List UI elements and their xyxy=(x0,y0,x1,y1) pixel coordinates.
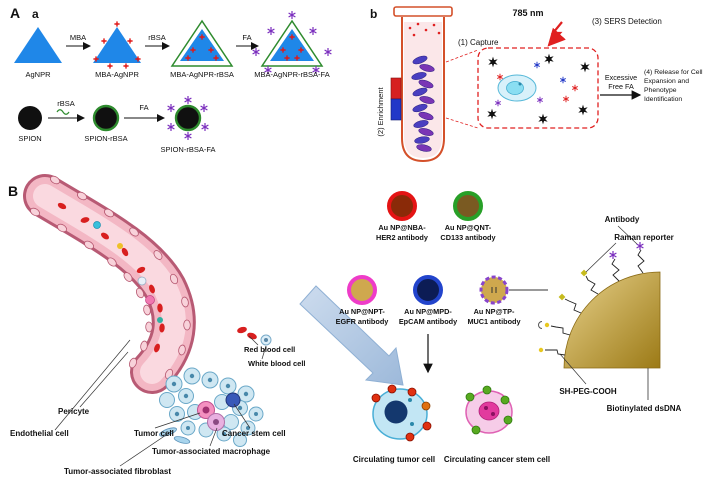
np-npt-egfr-icon xyxy=(347,275,377,305)
panel-a: A a AgNPR MBA MBA-AgNPR rBSA MBA-A xyxy=(10,5,332,154)
circulating-cancer-stem-cell xyxy=(465,385,513,435)
fibroblast-icon xyxy=(173,436,191,444)
mba-agnpr-triangle xyxy=(92,20,142,70)
macrophage-nucleus xyxy=(213,419,219,425)
tumor-cell-nucleus xyxy=(202,406,210,414)
cancer-stem-cell-icon xyxy=(225,392,241,408)
captured-cell-stack xyxy=(411,55,435,152)
np4-label-2: EpCAM antibody xyxy=(399,317,458,326)
np3-label-1: Au NP@NPT- xyxy=(339,307,385,316)
magnet xyxy=(390,77,402,121)
zoom-line-top xyxy=(445,49,479,63)
rbsa-squiggle xyxy=(56,109,70,115)
release-line-4: Identification xyxy=(644,96,682,103)
endothelial-wall-cells xyxy=(29,175,191,380)
np-nba-her2-icon xyxy=(387,191,417,221)
circulating-tumor-cell xyxy=(371,384,432,442)
np-tp-mark xyxy=(491,287,497,293)
release-line-3: Phenotype xyxy=(644,87,677,94)
spion-rbsa-circle xyxy=(92,104,120,132)
fa-arrow-label: FA xyxy=(242,33,251,42)
np-qnt-cd133-icon xyxy=(453,191,483,221)
mba-agnpr-rbsa-fa-label: MBA-AgNPR-rBSA-FA xyxy=(254,70,329,79)
panel-b-tube: b (2) Enrichment (1) Cap xyxy=(370,6,703,163)
fibroblast-label: Tumor-associated fibroblast xyxy=(64,467,171,476)
mba-agnpr-rbsa-label: MBA-AgNPR-rBSA xyxy=(170,70,234,79)
panel-b-sublabel: b xyxy=(370,7,377,21)
spion-label: SPION xyxy=(18,134,41,143)
np1-label-2: HER2 antibody xyxy=(376,233,429,242)
cancer-stem-cell-label: Cancer stem cell xyxy=(222,429,286,438)
np5-label-2: MUC1 antibody xyxy=(467,317,521,326)
raman-reporter-symbols xyxy=(538,269,588,353)
pericyte-label: Pericyte xyxy=(58,407,90,416)
panel-a-sublabel: a xyxy=(32,7,39,21)
capture-label: (1) Capture xyxy=(458,38,499,47)
leader-lines xyxy=(54,335,267,467)
agnpr-triangle xyxy=(14,27,62,63)
spion-rbsa-arrow-label: rBSA xyxy=(57,99,75,108)
np2-label-1: Au NP@QNT- xyxy=(445,223,492,232)
raman-leader xyxy=(585,242,617,273)
tube-rim xyxy=(393,6,453,17)
antibody-label: Antibody xyxy=(605,215,640,224)
agnpr-label: AgNPR xyxy=(25,70,51,79)
panel-b: B xyxy=(8,174,682,476)
nanoparticle-legend: Au NP@NBA- HER2 antibody Au NP@QNT- CD13… xyxy=(336,191,521,326)
spion-circle xyxy=(18,106,42,130)
captured-cell-zoom xyxy=(497,74,537,102)
np1-label-1: Au NP@NBA- xyxy=(378,223,426,232)
mba-agnpr-rbsa-fa-triangle xyxy=(252,10,332,75)
zoom-line-bottom xyxy=(445,117,479,129)
laser-bolt-icon xyxy=(547,21,566,47)
np2-label-2: CD133 antibody xyxy=(440,233,496,242)
panel-a-label: A xyxy=(10,5,20,21)
rbc-label: Red blood cell xyxy=(244,345,295,354)
raman-reporter-label: Raman reporter xyxy=(614,233,674,242)
sers-inspection-box xyxy=(477,47,599,129)
macrophage-label: Tumor-associated macrophage xyxy=(152,447,271,456)
mba-arrow-label: MBA xyxy=(70,33,86,42)
np5-label-1: Au NP@TP- xyxy=(474,307,515,316)
spion-rbsa-fa xyxy=(167,95,209,141)
np-mpd-epcam-icon xyxy=(413,275,443,305)
excessive-label-1: Excessive xyxy=(605,73,637,82)
blood-vessel xyxy=(23,174,196,394)
peg-label: SH-PEG-COOH xyxy=(559,387,617,396)
laser-wavelength-label: 785 nm xyxy=(512,8,543,18)
release-line-2: Expansion and xyxy=(644,78,689,85)
mba-agnpr-label: MBA-AgNPR xyxy=(95,70,139,79)
wbc-label: White blood cell xyxy=(248,359,306,368)
np-tp-muc1-icon xyxy=(479,275,509,305)
ctc-label: Circulating tumor cell xyxy=(353,455,435,464)
vessel-interior-cells xyxy=(57,202,165,353)
spion-rbsa-fa-label: SPION-rBSA-FA xyxy=(160,145,215,154)
spion-fa-arrow-label: FA xyxy=(139,103,148,112)
enrichment-label: (2) Enrichment xyxy=(376,86,385,136)
flow-arrow xyxy=(299,285,404,386)
release-line-1: (4) Release for Cell xyxy=(644,69,703,76)
endothelial-label: Endothelial cell xyxy=(10,429,69,438)
panel-b-label: B xyxy=(8,183,18,199)
rbsa-arrow-label: rBSA xyxy=(148,33,166,42)
cluster-nuclei xyxy=(171,373,258,436)
tumor-cluster xyxy=(159,367,264,447)
free-fa-dots xyxy=(408,22,441,37)
excessive-label-2: Free FA xyxy=(608,82,634,91)
gold-surface xyxy=(563,271,661,369)
peg-leader xyxy=(559,353,587,385)
sers-detection-label: (3) SERS Detection xyxy=(592,17,662,26)
blood-cell-icons xyxy=(237,326,272,346)
antibody-leader xyxy=(617,225,638,245)
tumor-cell-label: Tumor cell xyxy=(134,429,174,438)
fibroblast-icon xyxy=(159,427,177,437)
biotin-symbol xyxy=(538,321,543,329)
dsdna-label: Biotinylated dsDNA xyxy=(607,404,682,413)
np3-label-2: EGFR antibody xyxy=(336,317,390,326)
spion-rbsa-label: SPION-rBSA xyxy=(84,134,127,143)
np4-label-1: Au NP@MPD- xyxy=(404,307,452,316)
mba-agnpr-rbsa-triangle xyxy=(170,19,234,67)
ccsc-label: Circulating cancer stem cell xyxy=(444,455,550,464)
